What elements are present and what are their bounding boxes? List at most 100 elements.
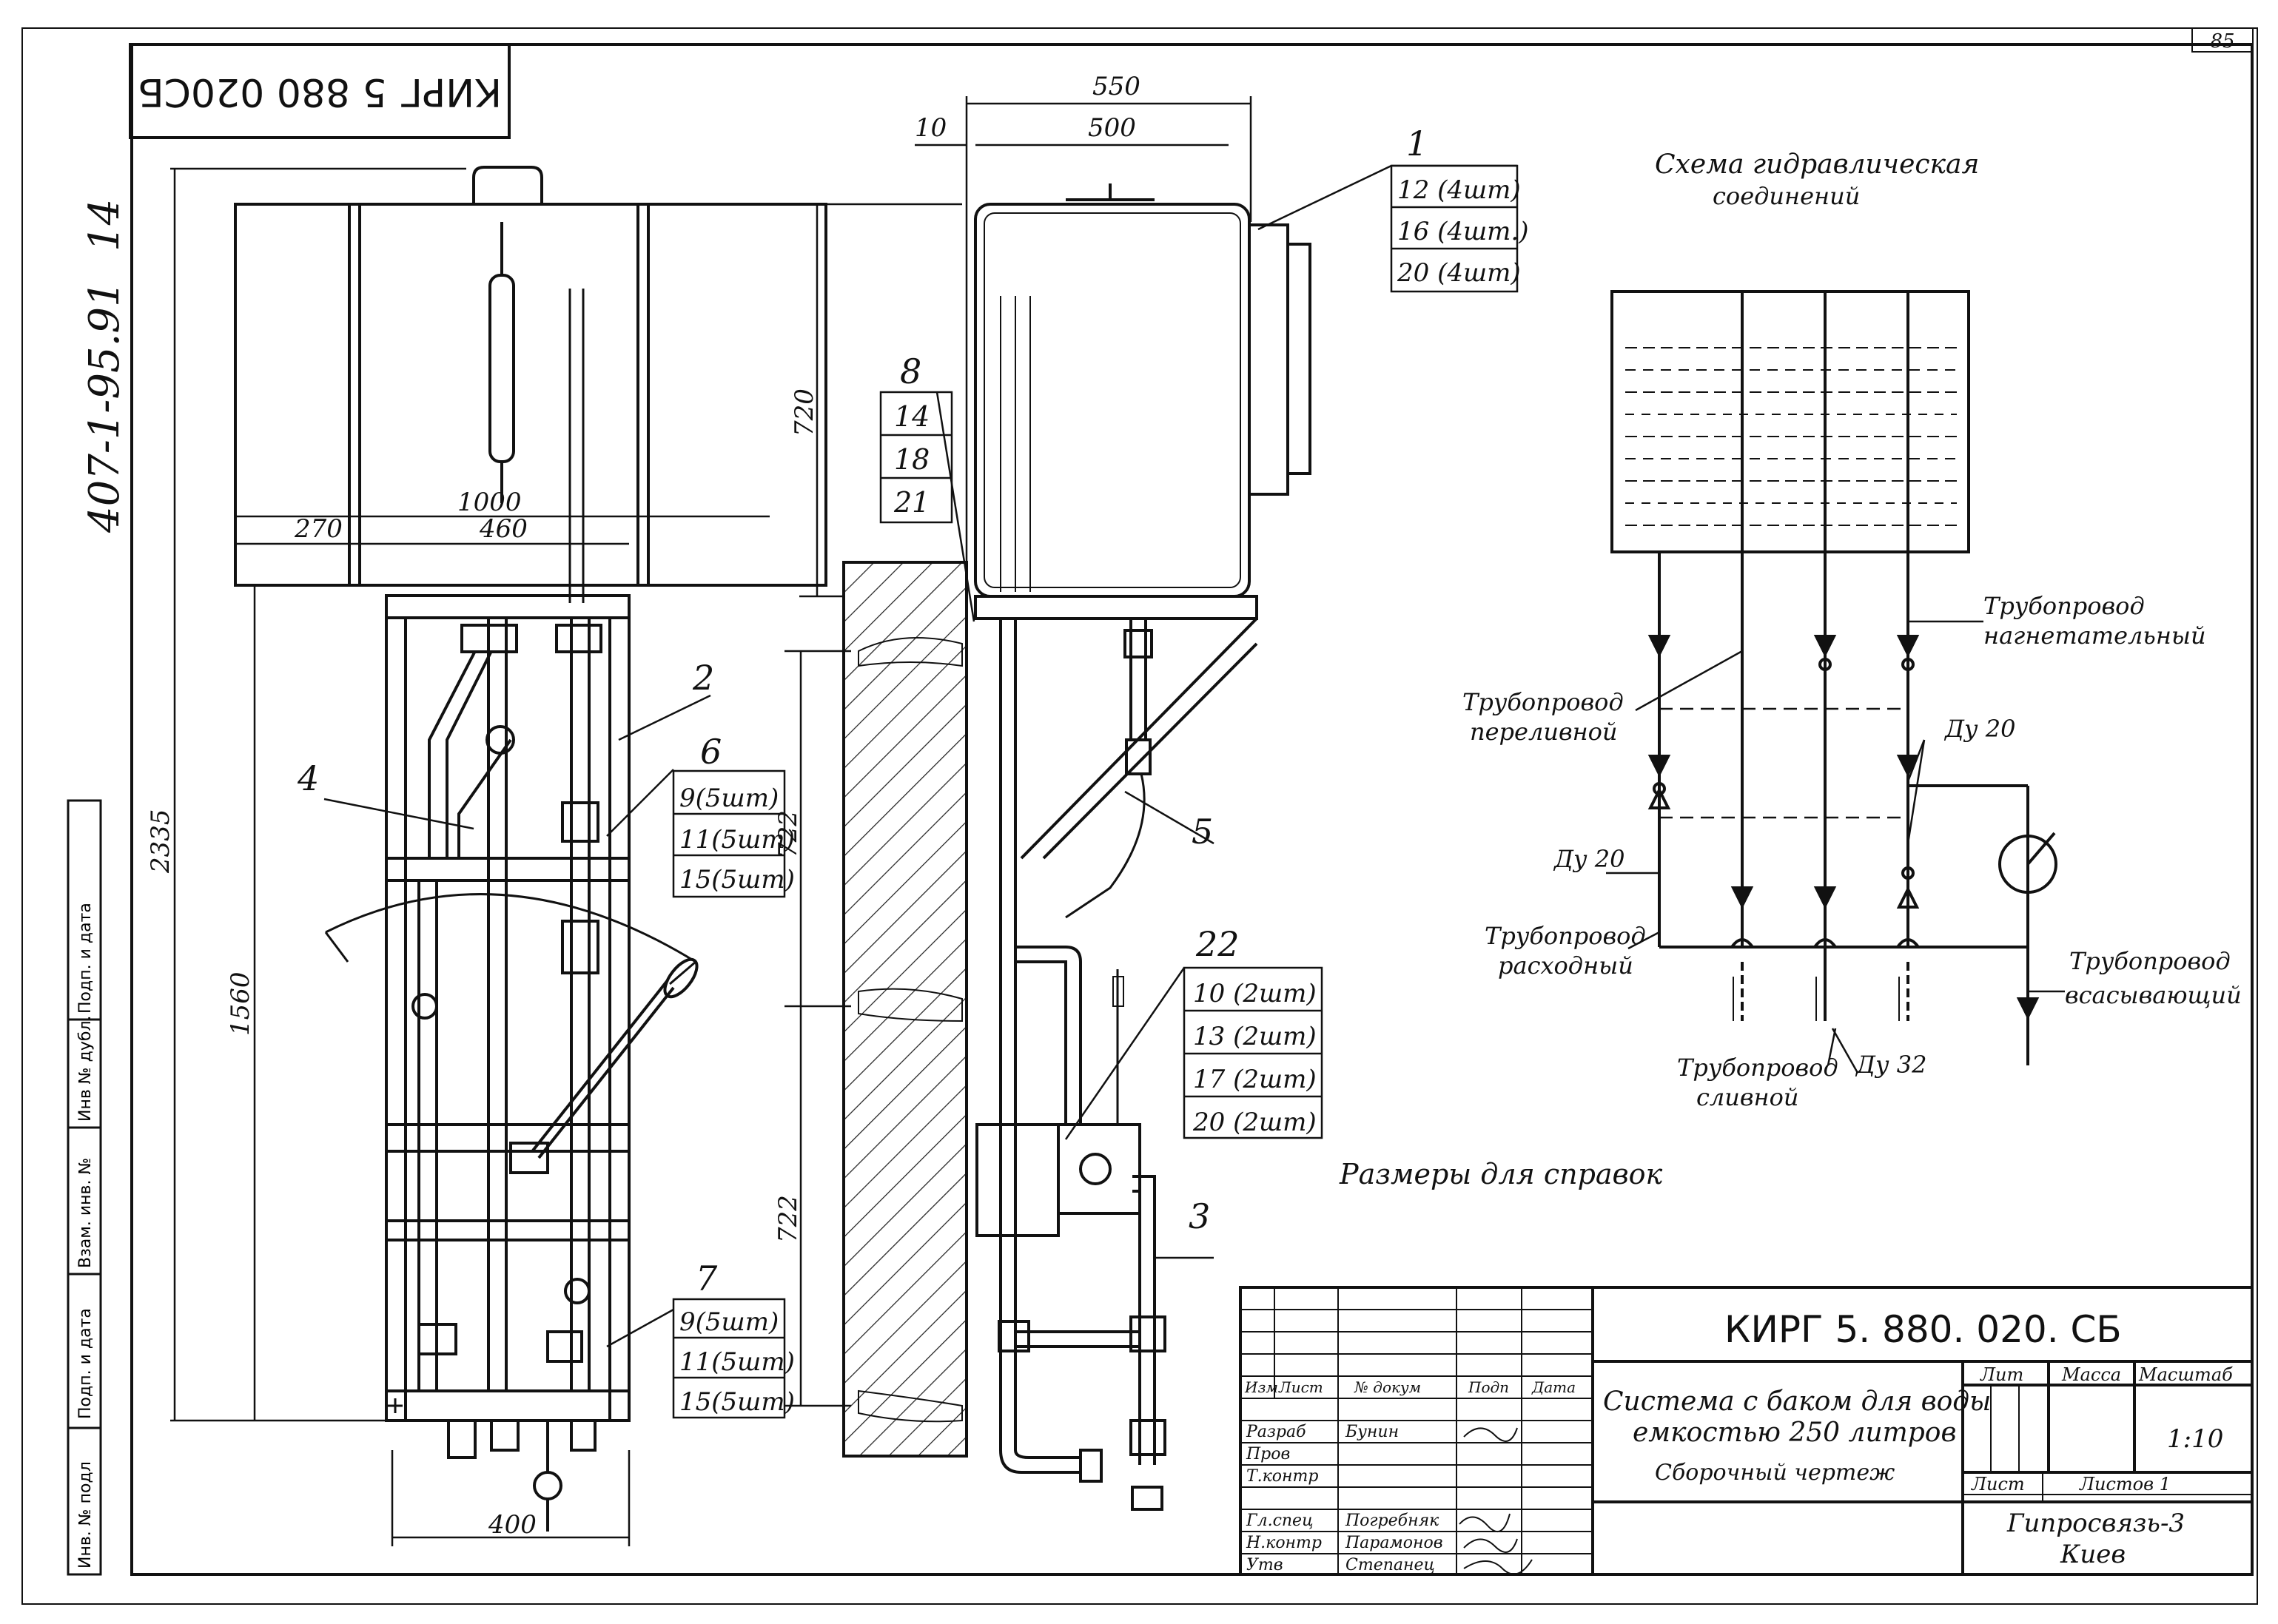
side-stamp-4: Подп. и дата — [76, 903, 95, 1014]
sheet-number-box — [2191, 27, 2254, 53]
side-stamp: Инв. № подл Подп. и дата Взам. инв. № Ин… — [67, 799, 102, 1576]
name-5: Степанец — [1345, 1556, 1435, 1574]
label-discharge-l2: нагнетательный — [1983, 621, 2206, 650]
pos-7-item-2: 15(5шт) — [679, 1387, 795, 1417]
pos-1-item-2: 20 (4шт) — [1397, 258, 1521, 288]
label-supply-l2: расходный — [1498, 951, 1633, 980]
dim-500: 500 — [1088, 113, 1136, 143]
role-3: Гл.спец — [1246, 1512, 1313, 1530]
col-doc: № докум — [1354, 1378, 1421, 1396]
role-5: Утв — [1246, 1556, 1283, 1574]
scheme-leaders — [1606, 620, 2065, 1074]
front-view — [234, 166, 827, 1532]
series-code: 407-1-95.91 — [81, 280, 129, 533]
title-block — [1239, 1286, 2254, 1576]
label-du32: Ду 32 — [1855, 1051, 1926, 1079]
scale-value: 1:10 — [2167, 1424, 2223, 1454]
sheet-number: 85 — [2210, 30, 2234, 53]
signature-5 — [1463, 1559, 1533, 1575]
col-izm: Изм — [1244, 1378, 1278, 1396]
org-line-1: Гипросвязь-3 — [2006, 1509, 2185, 1538]
pos-6: 6 — [700, 732, 722, 772]
dim-722-upper: 722 — [773, 810, 803, 858]
label-supply-l1: Трубопровод — [1485, 922, 1646, 950]
pos-8: 8 — [900, 351, 921, 391]
pos-8-item-1: 18 — [894, 443, 930, 476]
pos-22-item-2: 17 (2шт) — [1193, 1065, 1317, 1094]
front-callouts — [323, 694, 786, 1419]
side-dimensions — [784, 96, 1252, 1407]
mass-label: Масса — [2061, 1364, 2121, 1385]
pos-1: 1 — [1406, 124, 1428, 164]
dim-1000: 1000 — [457, 488, 522, 517]
dim-400: 400 — [488, 1510, 537, 1540]
label-suction-l1: Трубопровод — [2069, 947, 2231, 975]
label-du20-right: Ду 20 — [1943, 715, 2015, 743]
label-overflow-l1: Трубопровод — [1462, 688, 1624, 716]
dim-2335: 2335 — [146, 809, 175, 874]
scale-label: Масштаб — [2138, 1364, 2233, 1385]
pos-1-item-0: 12 (4шт) — [1397, 175, 1521, 205]
side-stamp-0: Инв. № подл — [76, 1461, 95, 1569]
sheet-code: 14 — [81, 199, 129, 252]
role-4: Н.контр — [1246, 1534, 1322, 1552]
pos-2: 2 — [692, 658, 714, 698]
pos-22-item-3: 20 (2шт) — [1192, 1108, 1317, 1137]
signature-0 — [1463, 1427, 1518, 1442]
col-date: Дата — [1531, 1378, 1576, 1396]
signature-4 — [1463, 1538, 1518, 1553]
pos-6-item-0: 9(5шт) — [679, 784, 779, 813]
name-3: Погребняк — [1345, 1512, 1439, 1530]
front-dimensions — [170, 167, 827, 1546]
outer-frame — [21, 27, 2258, 1605]
dim-722-lower: 722 — [773, 1195, 803, 1243]
pos-22: 22 — [1195, 924, 1240, 964]
signature-3 — [1459, 1513, 1511, 1533]
pos-4: 4 — [297, 758, 319, 798]
sheet-label: Лист — [1971, 1474, 2025, 1495]
reference-note: Размеры для справок — [1339, 1158, 1663, 1190]
side-stamp-1: Подп. и дата — [76, 1308, 95, 1419]
name-4: Парамонов — [1345, 1534, 1443, 1552]
label-overflow-l2: переливной — [1470, 718, 1618, 746]
pos-7: 7 — [696, 1259, 718, 1298]
pos-22-item-1: 13 (2шт) — [1193, 1022, 1317, 1051]
dim-460: 460 — [479, 514, 528, 544]
pos-1-item-1: 16 (4шт.) — [1397, 217, 1529, 246]
pos-5: 5 — [1192, 812, 1213, 852]
hydraulic-scheme — [1610, 290, 2057, 1065]
dim-10: 10 — [915, 113, 947, 143]
pos-6-item-1: 11(5шт) — [679, 825, 795, 855]
side-callouts — [879, 164, 1519, 1259]
doc-code-stamp: КИРГ 5 880 020СБ — [138, 70, 502, 114]
label-drain-l2: сливной — [1696, 1083, 1798, 1111]
sheets-label: Листов 1 — [2079, 1474, 2171, 1495]
label-drain-l1: Трубопровод — [1677, 1054, 1838, 1082]
pos-3: 3 — [1189, 1196, 1210, 1236]
col-list: Лист — [1278, 1378, 1323, 1396]
dim-270: 270 — [294, 514, 343, 544]
title-name-line-1: Система с баком для воды — [1603, 1387, 1991, 1417]
title-code: КИРГ 5. 880. 020. СБ — [1724, 1308, 2122, 1351]
role-2: Т.контр — [1246, 1467, 1319, 1486]
col-sign: Подп — [1468, 1378, 1509, 1396]
label-suction-l2: всасывающий — [2065, 981, 2242, 1009]
role-0: Разраб — [1246, 1423, 1306, 1441]
scheme-title-line-2: соединений — [1713, 182, 1860, 210]
inner-frame — [130, 43, 2254, 1576]
label-du20-left: Ду 20 — [1553, 845, 1624, 873]
pos-8-item-0: 14 — [894, 400, 930, 433]
role-1: Пров — [1246, 1445, 1290, 1463]
name-0: Бунин — [1345, 1423, 1399, 1441]
dim-1560: 1560 — [226, 971, 255, 1036]
label-discharge-l1: Трубопровод — [1983, 592, 2145, 620]
pos-7-item-1: 11(5шт) — [679, 1347, 795, 1377]
title-name-line-2: емкостью 250 литров — [1633, 1418, 1956, 1448]
dim-720: 720 — [790, 388, 819, 437]
side-stamp-3: Инв № дубл. — [76, 1015, 95, 1122]
doc-code-stamp-box — [129, 43, 511, 139]
side-stamp-2: Взам. инв. № — [76, 1158, 95, 1268]
lit-label: Лит — [1980, 1364, 2023, 1385]
dim-550: 550 — [1092, 72, 1140, 101]
